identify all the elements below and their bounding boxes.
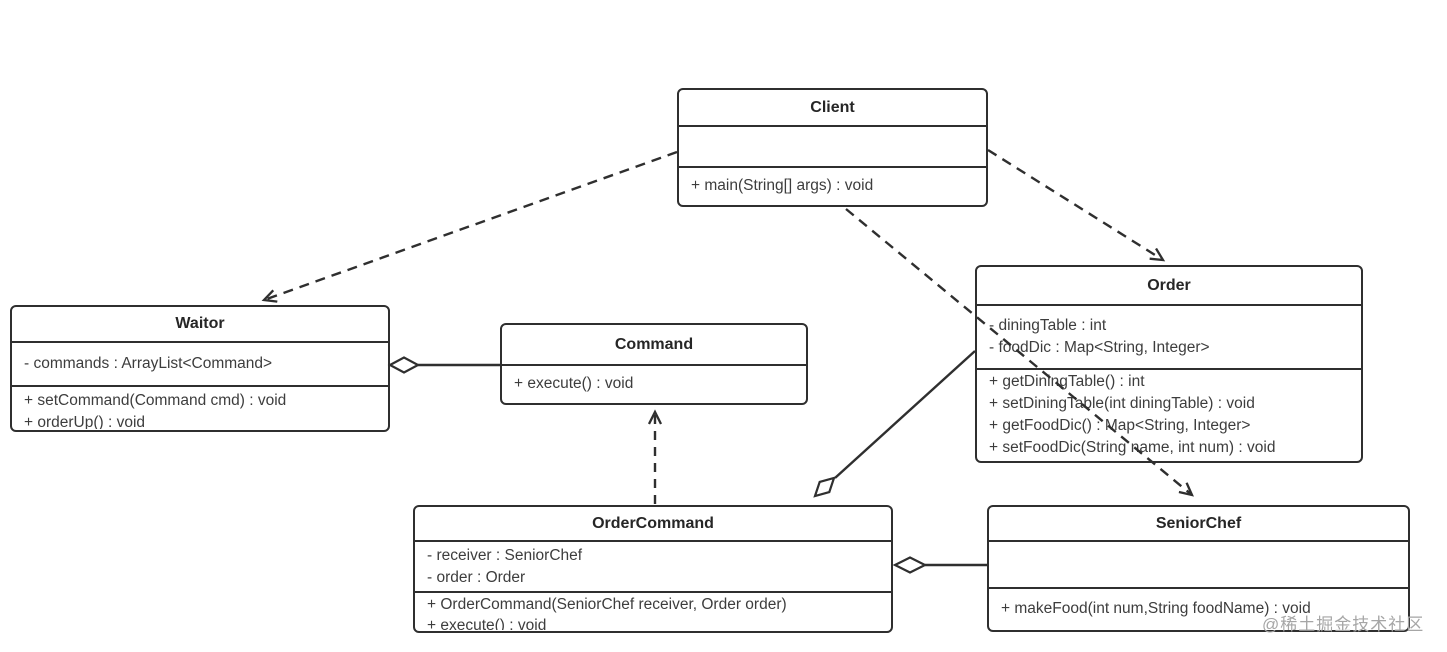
class-box-order: Order - diningTable : int - foodDic : Ma… <box>975 265 1363 463</box>
class-title: Order <box>977 267 1361 306</box>
aggregation-diamond-waitor <box>387 356 421 374</box>
class-methods: + main(String[] args) : void <box>679 168 986 204</box>
attribute-line: - order : Order <box>427 568 526 586</box>
method-line: + getDiningTable() : int <box>989 373 1145 390</box>
class-attributes-empty <box>989 542 1408 589</box>
class-attributes: - commands : ArrayList<Command> <box>12 343 388 387</box>
class-methods: + makeFood(int num,String foodName) : vo… <box>989 589 1408 629</box>
class-box-senior-chef: SeniorChef + makeFood(int num,String foo… <box>987 505 1410 632</box>
attribute-line: - diningTable : int <box>989 317 1107 334</box>
class-attributes: - diningTable : int - foodDic : Map<Stri… <box>977 306 1361 370</box>
class-methods: + OrderCommand(SeniorChef receiver, Orde… <box>415 593 891 630</box>
method-line: + execute() : void <box>514 375 634 392</box>
class-title: Waitor <box>12 307 388 343</box>
class-box-client: Client + main(String[] args) : void <box>677 88 988 207</box>
class-methods: + getDiningTable() : int + setDiningTabl… <box>977 370 1361 460</box>
class-box-command: Command + execute() : void <box>500 323 808 405</box>
class-box-order-command: OrderCommand - receiver : SeniorChef - o… <box>413 505 893 633</box>
method-line: + makeFood(int num,String foodName) : vo… <box>1001 600 1311 617</box>
attribute-line: - foodDic : Map<String, Integer> <box>989 339 1210 356</box>
class-attributes: - receiver : SeniorChef - order : Order <box>415 542 891 593</box>
dependency-client-to-waitor <box>264 150 678 300</box>
method-line: + setDiningTable(int diningTable) : void <box>989 395 1255 412</box>
watermark-text: @稀土掘金技术社区 <box>1262 615 1425 634</box>
aggregation-line-ordercommand-order <box>834 350 976 479</box>
class-box-waitor: Waitor - commands : ArrayList<Command> +… <box>10 305 390 432</box>
class-title: SeniorChef <box>989 507 1408 542</box>
class-attributes-empty <box>679 127 986 168</box>
method-line: + getFoodDic() : Map<String, Integer> <box>989 417 1251 434</box>
class-title: Client <box>679 90 986 127</box>
method-line: + main(String[] args) : void <box>691 177 874 194</box>
aggregation-diamond-ordercommand-order <box>813 476 836 498</box>
attribute-line: - receiver : SeniorChef <box>427 546 583 564</box>
method-line: + OrderCommand(SeniorChef receiver, Orde… <box>427 596 787 613</box>
class-methods: + setCommand(Command cmd) : void + order… <box>12 387 388 429</box>
class-title: OrderCommand <box>415 507 891 542</box>
dependency-client-to-order <box>987 148 1163 260</box>
method-line: + setFoodDic(String name, int num) : voi… <box>989 439 1276 456</box>
method-line: + orderUp() : void <box>24 414 146 429</box>
method-line: + execute() : void <box>427 617 547 630</box>
method-line: + setCommand(Command cmd) : void <box>24 392 287 409</box>
attribute-line: - commands : ArrayList<Command> <box>24 355 273 372</box>
class-methods: + execute() : void <box>502 366 806 402</box>
class-title: Command <box>502 325 806 366</box>
aggregation-diamond-ordercommand-seniorchef <box>892 556 928 574</box>
